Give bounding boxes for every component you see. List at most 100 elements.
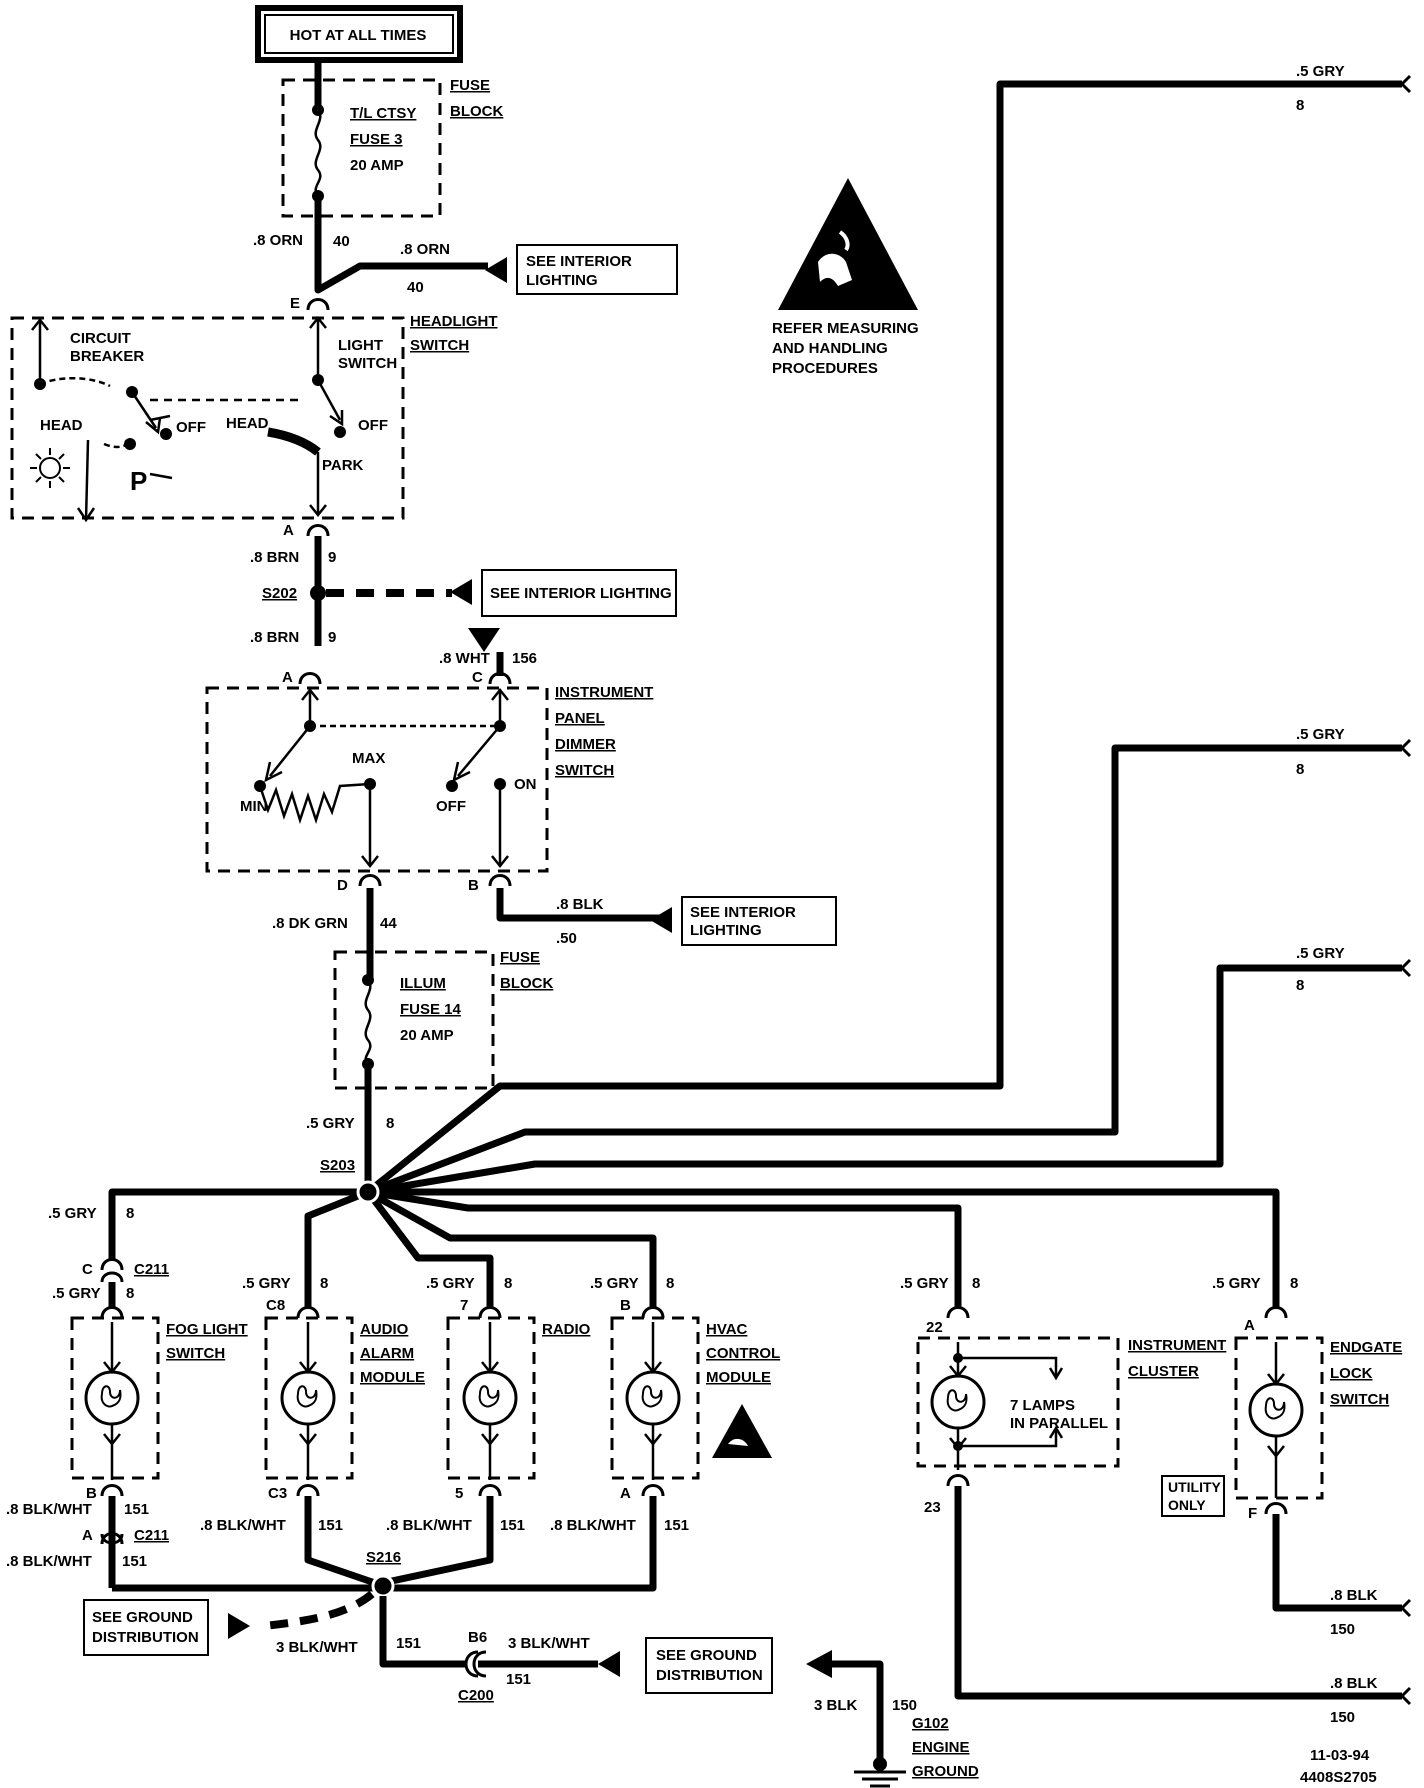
see-interior-1-line1: SEE INTERIOR: [526, 253, 632, 270]
endgate-box: [1234, 1336, 1324, 1500]
see-interior-2-box: [481, 569, 677, 617]
wire-brn-1-gauge: .8 BRN: [250, 549, 299, 566]
wire-gry-main-circuit: 8: [386, 1115, 394, 1132]
blk150-2-circuit: 150: [1330, 1709, 1355, 1726]
dimmer-pin-b: B: [468, 877, 479, 894]
utility-only-box: [1161, 1475, 1225, 1517]
radio-wire-bot-gauge: .8 BLK/WHT: [386, 1517, 472, 1534]
audio-wire-top-circuit: 8: [320, 1275, 328, 1292]
ground-dist-left-line2: DISTRIBUTION: [92, 1629, 199, 1646]
hvac-lamp-icon: [625, 1350, 681, 1446]
fuse-14-amp: 20 AMP: [400, 1027, 454, 1044]
fuse-block-mid-label1: FUSE: [500, 949, 540, 966]
headlight-pin-e: E: [290, 295, 300, 312]
wire-3blkwht-right: 3 BLK/WHT: [508, 1635, 590, 1652]
see-interior-1-box: [516, 244, 678, 295]
branch-3-gauge: .5 GRY: [1296, 945, 1345, 962]
headlight-switch-blade: [267, 427, 321, 456]
cluster-pin-bottom: 23: [924, 1499, 941, 1516]
wire-blk-50-circuit: .50: [556, 930, 577, 947]
fog-wire-bot2-gauge: .8 BLK/WHT: [6, 1553, 92, 1570]
wire-brn-1-circuit: 9: [328, 549, 336, 566]
c200-pin: B6: [468, 1629, 487, 1646]
headlight-off-left: OFF: [176, 419, 206, 436]
headlight-switch-label1: HEADLIGHT: [410, 313, 498, 330]
fuse-14-number: FUSE 14: [400, 1001, 462, 1018]
dimmer-switch-box: [205, 686, 549, 873]
footer-date: 11-03-94: [1310, 1747, 1370, 1764]
audio-label2: ALARM: [360, 1345, 414, 1362]
headlight-park: PARK: [322, 457, 364, 474]
fog-label2: SWITCH: [166, 1345, 225, 1362]
dimmer-max: MAX: [352, 750, 385, 767]
branch-2-wire: [366, 744, 1402, 1196]
headlight-switch-box: [10, 316, 405, 520]
dimmer-min: MIN: [240, 798, 268, 815]
cluster-wire-top-circuit: 8: [972, 1275, 980, 1292]
esd-note-line1: REFER MEASURING: [772, 320, 919, 337]
fuse-3-name: T/L CTSY: [350, 105, 416, 122]
radio-label1: RADIO: [542, 1321, 591, 1338]
wire-3blkwht-left: 3 BLK/WHT: [276, 1639, 358, 1656]
power-source-label: HOT AT ALL TIMES: [290, 27, 427, 44]
esd-note-line2: AND HANDLING: [772, 340, 888, 357]
audio-wire-bot-circuit: 151: [318, 1517, 343, 1534]
dimmer-label1: INSTRUMENT: [555, 684, 653, 701]
see-interior-1-line2: LIGHTING: [526, 272, 598, 289]
hvac-box: [610, 1316, 700, 1480]
headlight-off-right: OFF: [358, 417, 388, 434]
splice-s203: S203: [320, 1157, 355, 1174]
wire-dkgrn-gauge: .8 DK GRN: [272, 915, 348, 932]
ground-dist-left-box: [83, 1599, 209, 1656]
blk150-2-gauge: .8 BLK: [1330, 1675, 1378, 1692]
wire-brn-2-circuit: 9: [328, 629, 336, 646]
splice-s202: S202: [262, 585, 297, 602]
radio-wire-top-circuit: 8: [504, 1275, 512, 1292]
wire-dkgrn-circuit: 44: [380, 915, 397, 932]
dimmer-label4: SWITCH: [555, 762, 614, 779]
splice-s216-dot: [371, 1574, 395, 1598]
wire-orn-left-gauge: .8 ORN: [253, 232, 303, 249]
wire-wht-gauge: .8 WHT: [439, 650, 490, 667]
fog-wire-bot-circuit: 151: [124, 1501, 149, 1518]
dimmer-rheostat: [258, 782, 371, 825]
cluster-lamps1: 7 LAMPS: [1010, 1397, 1075, 1414]
audio-lamp-icon: [280, 1350, 336, 1446]
esd-note-line3: PROCEDURES: [772, 360, 878, 377]
g102-line3: GROUND: [912, 1763, 979, 1780]
wire-blk-50-gauge: .8 BLK: [556, 896, 604, 913]
wire-gry-main-gauge: .5 GRY: [306, 1115, 355, 1132]
splice-s216: S216: [366, 1549, 401, 1566]
endgate-wire-top-gauge: .5 GRY: [1212, 1275, 1261, 1292]
footer-code: 4408S2705: [1300, 1769, 1377, 1786]
splice-s202-dot: [310, 585, 326, 601]
fog-pin-bottom: B: [86, 1485, 97, 1502]
fog-wire-bot-gauge: .8 BLK/WHT: [6, 1501, 92, 1518]
dimmer-pin-d: D: [337, 877, 348, 894]
radio-lamp-icon: [462, 1350, 518, 1446]
branch-1-circuit: 8: [1296, 97, 1304, 114]
c200-circuit-below: 151: [506, 1671, 531, 1688]
fog-wire-top2-gauge: .5 GRY: [52, 1285, 101, 1302]
audio-pin-bottom: C3: [268, 1485, 287, 1502]
wire-orn-right-gauge: .8 ORN: [400, 241, 450, 258]
wire-brn-2-gauge: .8 BRN: [250, 629, 299, 646]
cluster-lamp-icon: [930, 1354, 986, 1450]
headlight-pin-a: A: [283, 522, 294, 539]
circuit-breaker-label1: CIRCUIT: [70, 330, 131, 347]
g102-line2: ENGINE: [912, 1739, 970, 1756]
branch-3-circuit: 8: [1296, 977, 1304, 994]
dimmer-pin-c: C: [472, 669, 483, 686]
cluster-label1: INSTRUMENT: [1128, 1337, 1226, 1354]
g102-wire: 3 BLK: [814, 1697, 858, 1714]
blk150-1-gauge: .8 BLK: [1330, 1587, 1378, 1604]
see-interior-2: SEE INTERIOR LIGHTING: [490, 585, 672, 602]
wire-151-down: 151: [396, 1635, 421, 1652]
fog-wire-top2-circuit: 8: [126, 1285, 134, 1302]
branch-1-gauge: .5 GRY: [1296, 63, 1345, 80]
radio-wire-bot-circuit: 151: [500, 1517, 525, 1534]
ground-dist-right-line2: DISTRIBUTION: [656, 1667, 763, 1684]
cluster-label2: CLUSTER: [1128, 1363, 1199, 1380]
utility-line2: ONLY: [1168, 1497, 1206, 1513]
fuse-3-number: FUSE 3: [350, 131, 403, 148]
